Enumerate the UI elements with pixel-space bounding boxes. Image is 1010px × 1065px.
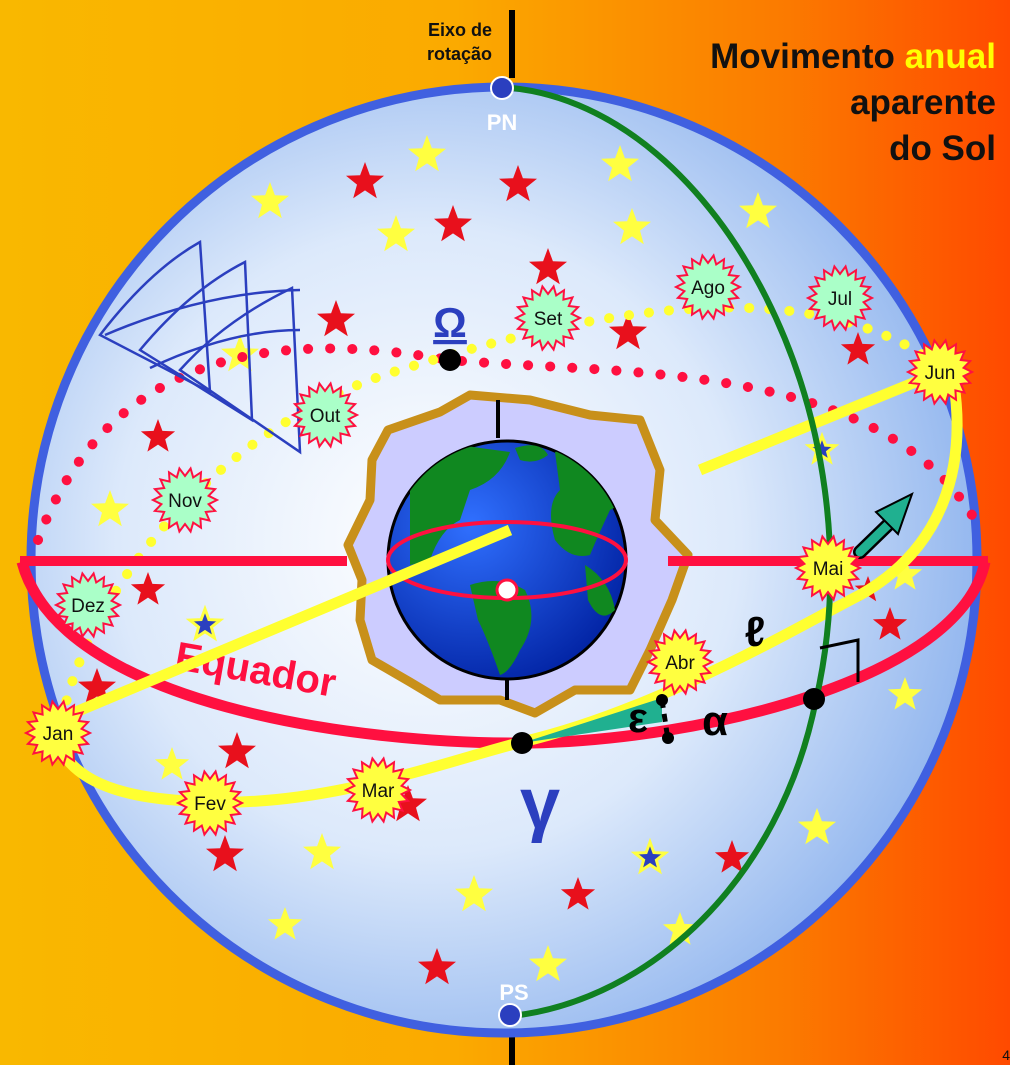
month-marker-jun: Jun <box>905 338 975 406</box>
hour-circle-meridian <box>511 85 834 1019</box>
month-marker-jan: Jan <box>23 699 93 767</box>
star-decoration <box>887 677 923 710</box>
month-label: Set <box>534 309 563 330</box>
north-pole-point <box>490 76 514 100</box>
star-decoration <box>609 313 647 350</box>
star-decoration <box>613 208 651 245</box>
star-decoration <box>418 948 456 985</box>
month-marker-nov: Nov <box>150 466 220 534</box>
rotation-axis-label-line2: rotação <box>426 44 492 64</box>
star-decoration <box>872 607 908 640</box>
month-marker-ago: Ago <box>673 253 743 321</box>
sun-motion-arrow <box>853 492 914 559</box>
earth-globe <box>386 439 628 681</box>
month-marker-jul: Jul <box>805 264 875 332</box>
right-angle-marker <box>819 638 860 682</box>
star-decoration <box>601 145 639 182</box>
star-decoration <box>91 490 129 527</box>
star-decoration <box>389 785 427 822</box>
obliquity-label: ε <box>628 694 648 741</box>
month-label: Ago <box>691 278 725 299</box>
star-decoration <box>560 877 596 910</box>
month-label: Dez <box>71 596 105 617</box>
star-decoration <box>317 300 355 337</box>
obliquity-wedge <box>522 698 662 743</box>
ecliptic-intersecting-line <box>49 364 948 728</box>
month-label: Abr <box>665 653 695 674</box>
south-pole-label: PS <box>499 980 528 1005</box>
star-decoration <box>630 837 670 875</box>
north-pole-label: PN <box>487 110 518 135</box>
star-decoration <box>529 248 567 285</box>
title-line2: aparente <box>850 83 996 122</box>
star-decoration <box>346 162 384 199</box>
star-decoration <box>154 747 190 780</box>
star-decoration <box>218 732 256 769</box>
page-title: Movimento anual aparente do Sol <box>710 34 996 172</box>
month-label: Jun <box>925 363 956 384</box>
star-decoration <box>185 604 225 642</box>
month-label: Mar <box>362 781 395 802</box>
star-decoration <box>130 572 166 605</box>
ascending-node-label: Ω <box>433 299 467 346</box>
vernal-equinox-point <box>511 732 533 754</box>
month-marker-abr: Abr <box>645 628 715 696</box>
star-decoration <box>714 840 750 873</box>
page-number: 4 <box>1002 1047 1010 1063</box>
star-decoration <box>434 205 472 242</box>
longitude-label: ℓ <box>745 608 766 655</box>
month-marker-dez: Dez <box>53 571 123 639</box>
month-label: Jul <box>828 289 852 310</box>
ascending-node-point <box>439 349 461 371</box>
south-pole-point <box>498 1003 522 1027</box>
star-decoration <box>267 907 303 940</box>
month-label: Nov <box>168 491 202 512</box>
month-marker-set: Set <box>513 284 583 352</box>
title-highlight-word: anual <box>904 37 996 76</box>
obliquity-point-low <box>662 732 674 744</box>
month-label: Mai <box>813 559 844 580</box>
month-label: Jan <box>43 724 74 745</box>
month-label: Fev <box>194 794 226 815</box>
star-decoration <box>798 808 836 845</box>
star-decoration <box>206 835 244 872</box>
star-decoration <box>303 833 341 870</box>
month-marker-mar: Mar <box>343 756 413 824</box>
rotation-axis-label: Eixo de rotação <box>392 18 492 66</box>
star-decoration <box>840 332 876 365</box>
earth-center-point <box>495 578 519 602</box>
month-marker-fev: Fev <box>175 769 245 837</box>
ecliptic-back <box>57 302 947 725</box>
star-decoration <box>739 192 777 229</box>
rotation-axis-label-line1: Eixo de <box>427 20 492 40</box>
month-label: Out <box>310 406 341 427</box>
title-line3: do Sol <box>889 129 996 168</box>
star-decoration <box>499 165 537 202</box>
month-marker-mai: Mai <box>793 534 863 602</box>
star-decoration <box>78 668 116 705</box>
obliquity-point <box>656 694 668 706</box>
vernal-point-label: γ <box>520 764 560 844</box>
star-decoration <box>140 419 176 452</box>
star-decoration <box>662 912 698 945</box>
star-decoration <box>529 945 567 982</box>
star-decoration <box>377 215 415 252</box>
coordinate-grid-sketch <box>98 239 302 455</box>
month-marker-out: Out <box>290 381 360 449</box>
star-decoration <box>887 557 923 590</box>
star-decoration <box>251 182 289 219</box>
star-decoration <box>408 135 446 172</box>
sun-equator-projection-point <box>803 688 825 710</box>
right-ascension-label: α <box>702 697 728 744</box>
star-decoration <box>455 875 493 912</box>
title-line1-a: Movimento <box>710 37 905 76</box>
